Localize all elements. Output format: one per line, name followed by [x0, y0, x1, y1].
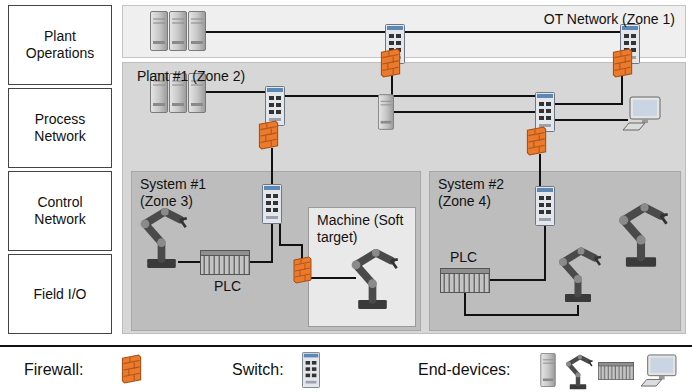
layer-box: Process Network	[8, 88, 112, 168]
layer-label: Control Network	[13, 194, 107, 228]
robot-icon	[559, 248, 601, 303]
zone-label: Machine (Soft target)	[317, 212, 411, 246]
zone-label: OT Network (Zone 1)	[544, 11, 675, 28]
server-icon	[189, 12, 206, 51]
server-icon	[170, 12, 187, 51]
layer-label: Process Network	[13, 111, 107, 145]
zone-label: System #2 (Zone 4)	[438, 176, 522, 210]
network-wires	[178, 32, 640, 315]
zone-label: System #1 (Zone 3)	[140, 176, 224, 210]
wire	[250, 222, 272, 262]
wire	[545, 119, 628, 121]
layer-box: Plant Operations	[8, 5, 112, 85]
robot-icon	[566, 355, 593, 390]
plc-icon	[201, 251, 250, 275]
wire	[545, 70, 622, 104]
legend-text: End-devices:	[418, 360, 511, 379]
server-icon	[170, 74, 187, 113]
zone-band: Plant #1 (Zone 2) System #1 (Zone 3) Machi…	[122, 62, 686, 334]
wire	[204, 31, 640, 33]
device-label: PLC	[450, 249, 477, 266]
zone-label: Plant #1 (Zone 2)	[137, 68, 245, 85]
switch-icon	[536, 187, 555, 226]
wire	[394, 111, 545, 113]
wire	[271, 148, 273, 186]
server-icon	[151, 12, 168, 51]
firewall-icon	[527, 127, 545, 155]
wire	[465, 293, 578, 315]
server-icon	[378, 95, 393, 130]
end-devices	[141, 12, 668, 309]
plc-icon	[441, 269, 490, 293]
layer-box: Field I/O	[8, 254, 112, 334]
legend-text: Switch:	[232, 360, 284, 379]
wire	[310, 277, 356, 279]
robot-icon	[352, 249, 398, 309]
legend-rule	[0, 345, 692, 347]
wire	[539, 154, 541, 188]
wire	[490, 224, 545, 280]
switch-icon	[536, 93, 555, 132]
robot-icon	[619, 203, 668, 266]
firewall-icon	[122, 355, 140, 383]
wire	[280, 222, 302, 258]
server-icon	[541, 353, 555, 386]
firewall-icon	[259, 121, 277, 149]
legend-icons	[122, 352, 676, 389]
plc-icon	[598, 362, 633, 379]
device-label: PLC	[214, 278, 241, 295]
firewall-icon	[294, 257, 311, 283]
switch-icon	[302, 352, 319, 387]
switch-icon	[263, 185, 282, 224]
firewall-icon	[381, 49, 399, 77]
wire	[204, 91, 275, 93]
wire	[392, 95, 545, 97]
pc-icon	[623, 97, 660, 130]
server-icon	[151, 74, 168, 113]
switch-icon	[266, 87, 285, 126]
robot-icon	[141, 208, 187, 268]
legend-text: Firewall:	[24, 360, 84, 379]
wire	[275, 70, 392, 96]
pc-icon	[641, 355, 676, 386]
server-icon	[189, 74, 206, 113]
network-devices	[259, 25, 639, 284]
layer-box: Control Network	[8, 171, 112, 251]
wire	[178, 261, 200, 263]
layer-label: Plant Operations	[13, 28, 107, 62]
firewall-icon	[613, 49, 631, 77]
layer-label: Field I/O	[34, 286, 87, 303]
